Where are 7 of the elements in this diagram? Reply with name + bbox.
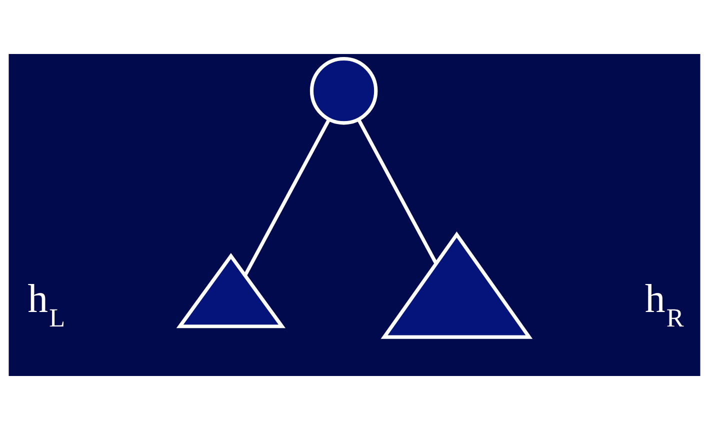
connector (244, 118, 331, 276)
label: h$_{R}$ (645, 276, 684, 332)
node-circle (310, 56, 378, 124)
node-triangle (380, 231, 533, 338)
node-triangle (176, 252, 286, 328)
connector (357, 118, 438, 264)
label: h$_{L}$ (28, 276, 66, 332)
